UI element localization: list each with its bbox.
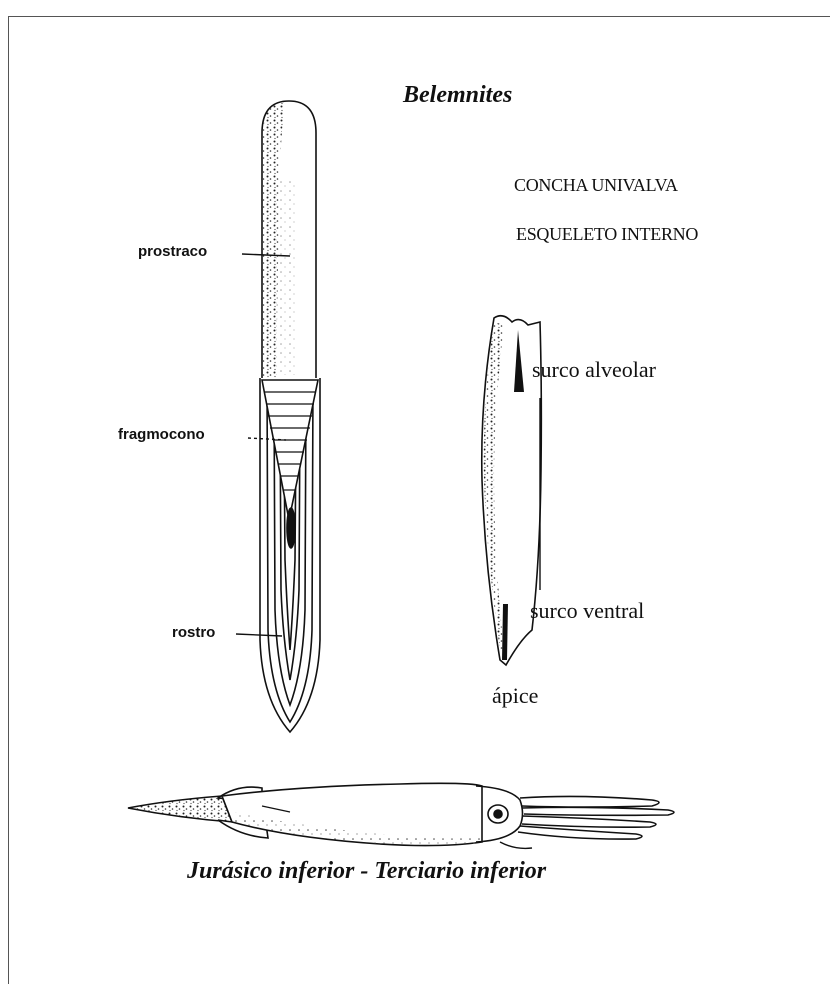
label-prostraco: prostraco xyxy=(138,243,207,260)
label-rostro: rostro xyxy=(172,624,215,641)
caption-concha-univalva: CONCHA UNIVALVA xyxy=(514,175,678,196)
surco-ventral-groove xyxy=(502,604,508,660)
siphon xyxy=(500,842,532,848)
arm-1 xyxy=(520,796,659,807)
diagram-title: Belemnites xyxy=(403,82,512,109)
label-apice: ápice xyxy=(492,683,538,709)
arm-2 xyxy=(522,807,674,815)
eye-inner xyxy=(494,810,502,818)
age-range-caption: Jurásico inferior - Terciario inferior xyxy=(187,858,546,885)
rostrum-tail xyxy=(128,796,232,822)
caption-esqueleto-interno: ESQUELETO INTERNO xyxy=(516,224,698,245)
belemnite-animal xyxy=(128,783,674,848)
label-fragmocono: fragmocono xyxy=(118,426,205,443)
label-surco-alveolar: surco alveolar xyxy=(532,357,656,383)
arm-3 xyxy=(522,816,656,827)
protoconch xyxy=(287,508,295,548)
label-surco-ventral: surco ventral xyxy=(530,598,644,624)
prostraco-stipple-light xyxy=(276,180,298,375)
fragmocono-cone xyxy=(262,380,318,520)
belemnite-shell xyxy=(260,101,320,732)
rostro-leader xyxy=(236,634,282,636)
